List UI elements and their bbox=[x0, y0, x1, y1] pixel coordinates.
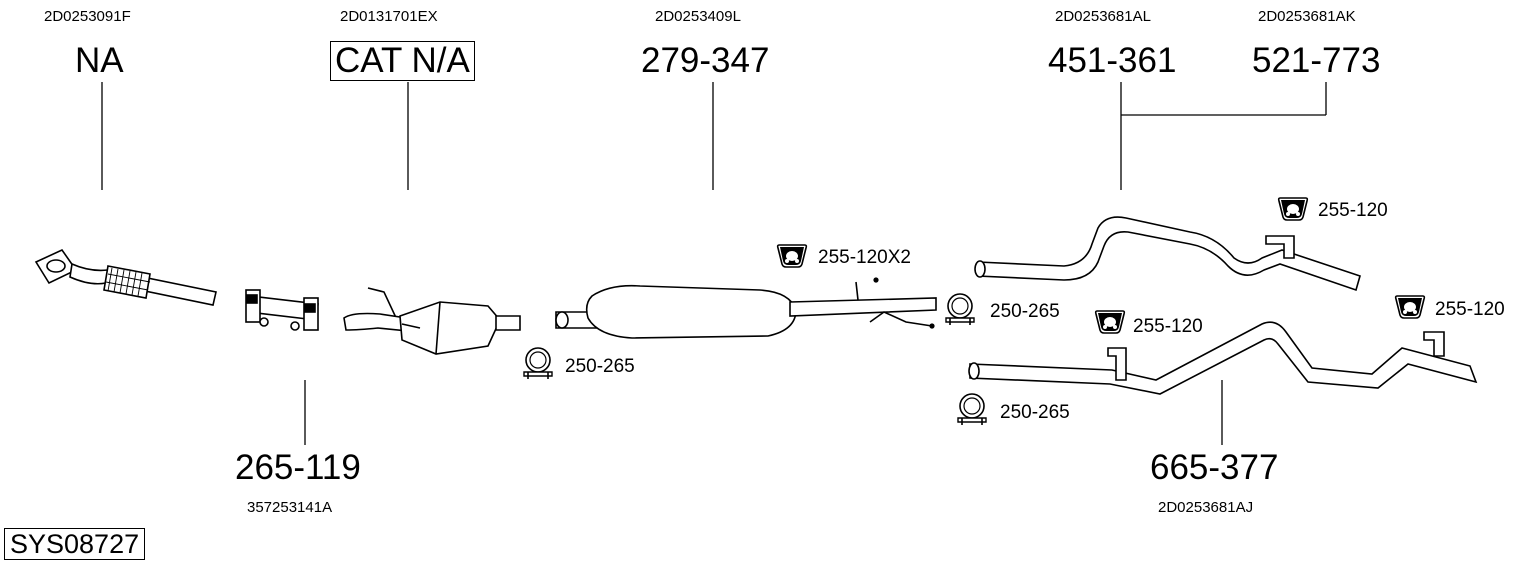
catalytic-converter bbox=[343, 287, 521, 355]
part-number: 521-773 bbox=[1252, 41, 1381, 80]
part-number: 279-347 bbox=[641, 41, 770, 80]
oem-number: 357253141A bbox=[247, 499, 333, 516]
rubber-hanger-icon bbox=[1094, 310, 1126, 334]
oem-number: 2D0253409L bbox=[655, 8, 741, 25]
part-number: 451-361 bbox=[1048, 41, 1177, 80]
pipe-clamp-icon bbox=[957, 393, 987, 426]
accessory-label: 250-265 bbox=[565, 356, 635, 377]
tail-pipe-upper bbox=[974, 216, 1361, 292]
middle-silencer bbox=[555, 277, 937, 339]
pipe-clamp-icon bbox=[523, 347, 553, 380]
system-code: SYS08727 bbox=[4, 528, 146, 560]
part-number: 265-119 bbox=[235, 448, 361, 487]
accessory-label: 255-120X2 bbox=[818, 247, 911, 268]
accessory-label: 250-265 bbox=[990, 301, 1060, 322]
oem-number: 2D0253091F bbox=[44, 8, 131, 25]
oem-number: 2D0253681AJ bbox=[1158, 499, 1254, 516]
pipe-clamp-icon bbox=[945, 293, 975, 326]
part-number: NA bbox=[75, 41, 124, 80]
rubber-hanger-icon bbox=[1277, 197, 1309, 221]
accessory-label: 255-120 bbox=[1435, 299, 1505, 320]
tail-pipe-lower bbox=[968, 321, 1478, 395]
oem-number: 2D0131701EX bbox=[340, 8, 438, 25]
connector-pipe bbox=[245, 289, 319, 331]
oem-number: 2D0253681AK bbox=[1258, 8, 1356, 25]
accessory-label: 255-120 bbox=[1133, 316, 1203, 337]
front-pipe bbox=[34, 248, 217, 306]
part-number: 665-377 bbox=[1150, 448, 1279, 487]
rubber-hanger-icon bbox=[776, 244, 808, 268]
oem-number: 2D0253681AL bbox=[1055, 8, 1151, 25]
part-number: CAT N/A bbox=[330, 41, 475, 81]
accessory-label: 250-265 bbox=[1000, 402, 1070, 423]
accessory-label: 255-120 bbox=[1318, 200, 1388, 221]
rubber-hanger-icon bbox=[1394, 295, 1426, 319]
